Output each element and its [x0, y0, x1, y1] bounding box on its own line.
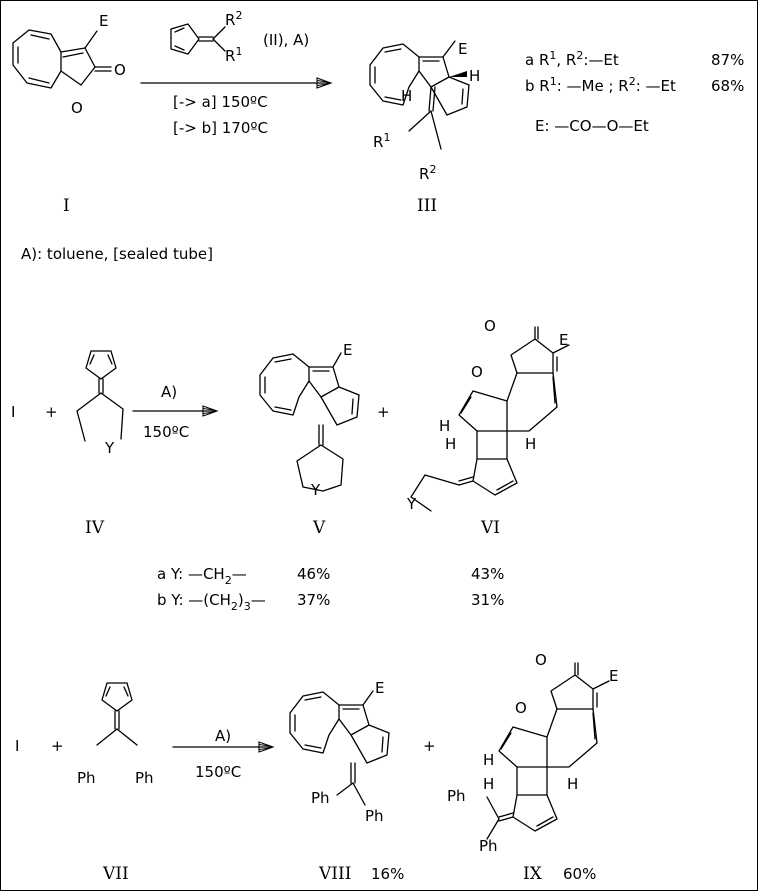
compound-i-structure: [12, 29, 112, 89]
section2-plus-1: +: [45, 403, 58, 421]
reagent-ii-structure: [170, 23, 226, 55]
yield-a-value: 87%: [711, 51, 744, 69]
section2-condition-bottom: 150ºC: [143, 423, 189, 441]
compound-ix-h2: H: [483, 775, 494, 793]
compound-iii-label: III: [417, 196, 437, 216]
section3-condition-bottom: 150ºC: [195, 763, 241, 781]
compound-vi-h3: H: [525, 435, 536, 453]
compound-vi-h2: H: [445, 435, 456, 453]
compound-vi-h1: H: [439, 417, 450, 435]
section2-row-b-v: 37%: [297, 591, 330, 609]
compound-v-e-label: E: [343, 341, 352, 359]
compound-vi-e-label: E: [559, 331, 568, 349]
section2-row-a-vi: 43%: [471, 565, 504, 583]
compound-vii-structure: [96, 682, 138, 746]
section2-row-b-vi: 31%: [471, 591, 504, 609]
compound-vi-y: Y: [406, 495, 417, 513]
compound-vii-ph1: Ph: [77, 769, 96, 787]
compound-ix-ph1: Ph: [447, 787, 466, 805]
compound-viii-ph1: Ph: [311, 789, 330, 807]
yield-a-label: a R1, R2:—Et: [525, 49, 619, 69]
compound-viii-yield: 16%: [371, 865, 404, 883]
reaction-arrow-3: [172, 741, 274, 753]
compound-vi-ring-o: O: [471, 363, 483, 381]
compound-viii-ph2: Ph: [365, 807, 384, 825]
section2-row-b-label: b Y: —(CH2)3—: [157, 591, 266, 613]
compound-iii-r1: R1: [373, 131, 390, 151]
compound-iii-h1: H: [469, 67, 480, 85]
yield-b-value: 68%: [711, 77, 744, 95]
section3-plus-2: +: [423, 737, 436, 755]
compound-viii-label: VIII: [318, 864, 351, 884]
compound-v-y: Y: [310, 481, 321, 499]
compound-ix-ring-o: O: [515, 699, 527, 717]
compound-v-label: V: [312, 518, 326, 538]
compound-iv-structure: [76, 350, 124, 442]
compound-i-label: I: [63, 196, 70, 216]
compound-iii-e-label: E: [458, 40, 467, 58]
compound-v-structure: [259, 352, 360, 492]
compound-iii-structure: [369, 40, 470, 150]
compound-ix-e-label: E: [609, 667, 618, 685]
reagent-r1-label: R1: [225, 45, 242, 65]
section2-row-a-label: a Y: —CH2—: [157, 565, 247, 587]
yield-b-label: b R1: —Me ; R2: —Et: [525, 75, 676, 95]
section2-condition-top: A): [161, 383, 177, 401]
section2-reactant-i: I: [11, 403, 15, 421]
compound-vii-label: VII: [102, 864, 129, 884]
compound-i-ring-oxygen: O: [71, 99, 83, 117]
reaction-arrow-1: [140, 77, 332, 89]
compound-ix-h3: H: [567, 775, 578, 793]
footnote-conditions: A): toluene, [sealed tube]: [21, 245, 213, 263]
compound-vi-carbonyl-o: O: [484, 317, 496, 335]
compound-vi-label: VI: [480, 518, 500, 538]
compound-ix-h1: H: [483, 751, 494, 769]
compound-i-carbonyl-oxygen: O: [114, 61, 126, 79]
compound-viii-e-label: E: [375, 679, 384, 697]
section3-reactant-i: I: [15, 737, 19, 755]
compound-ix-carbonyl-o: O: [535, 651, 547, 669]
condition-a: [-> a] 150ºC: [173, 93, 268, 111]
reagent-note: (II), A): [263, 31, 309, 49]
compound-iii-h2: H: [401, 87, 412, 105]
section3-plus-1: +: [51, 737, 64, 755]
condition-b: [-> b] 170ºC: [173, 119, 268, 137]
compound-ix-ph2: Ph: [479, 837, 498, 855]
compound-iv-y: Y: [104, 439, 115, 457]
section2-row-a-v: 46%: [297, 565, 330, 583]
compound-i-e-label: E: [99, 12, 108, 30]
compound-ix-structure: [486, 662, 610, 840]
compound-iv-label: IV: [85, 518, 105, 538]
compound-ix-yield: 60%: [563, 865, 596, 883]
compound-vi-structure: [410, 326, 570, 512]
compound-ix-label: IX: [523, 864, 543, 884]
compound-viii-structure: [289, 690, 390, 806]
section2-plus-2: +: [377, 403, 390, 421]
compound-iii-r2: R2: [419, 163, 436, 183]
reagent-r2-label: R2: [225, 9, 242, 29]
section3-condition-top: A): [215, 727, 231, 745]
e-definition: E: —CO—O—Et: [535, 117, 649, 135]
reaction-arrow-2: [132, 405, 218, 417]
compound-vii-ph2: Ph: [135, 769, 154, 787]
